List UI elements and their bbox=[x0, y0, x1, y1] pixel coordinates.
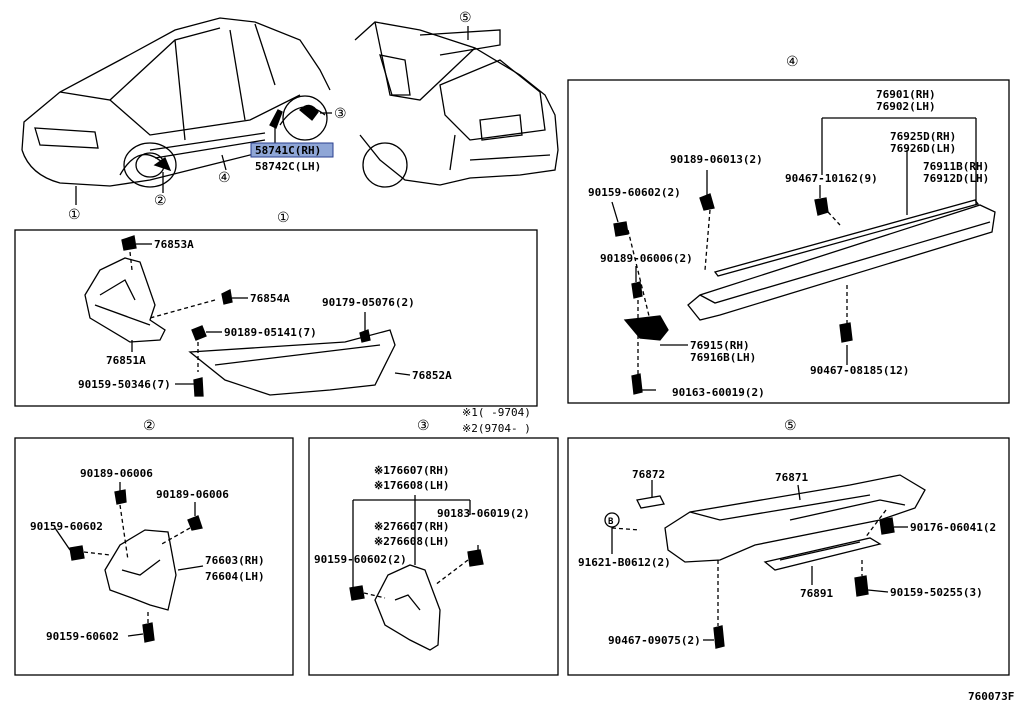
label-90189-06006-a: 90189-06006 bbox=[80, 467, 153, 480]
label-76853a: 76853A bbox=[154, 238, 194, 251]
label-76871: 76871 bbox=[775, 471, 808, 484]
box-3-parts bbox=[349, 495, 484, 651]
box-4-parts bbox=[611, 117, 996, 395]
label-91621-b0612: 91621-B0612(2) bbox=[578, 556, 671, 569]
box-5-frame bbox=[567, 437, 1010, 676]
label-90467-09075: 90467-09075(2) bbox=[608, 634, 701, 647]
label-76608-2: ※276608(LH) bbox=[374, 535, 449, 548]
callout-2: ② bbox=[154, 193, 167, 209]
label-76891: 76891 bbox=[800, 587, 833, 600]
box-2-frame bbox=[14, 437, 294, 676]
box-2-circle: ② bbox=[143, 418, 156, 434]
box-4-circle: ④ bbox=[786, 54, 799, 70]
label-76607-1: ※176607(RH) bbox=[374, 464, 449, 477]
box-5-parts bbox=[604, 474, 926, 649]
note-1: ※1( -9704) bbox=[462, 406, 531, 419]
callout-1: ① bbox=[68, 207, 81, 223]
label-90467-10162: 90467-10162(9) bbox=[785, 172, 878, 185]
box-2-parts bbox=[54, 482, 204, 643]
box-4-frame bbox=[567, 79, 1010, 404]
box-1-circle: ① bbox=[277, 210, 290, 226]
label-90159-60602: 90159-60602(2) bbox=[314, 553, 407, 566]
label-90159-60602: 90159-60602(2) bbox=[588, 186, 681, 199]
box-5-circle: ⑤ bbox=[784, 418, 797, 434]
label-90159-60602-b: 90159-60602 bbox=[46, 630, 119, 643]
label-76851a: 76851A bbox=[106, 354, 146, 367]
part-58741c: 58741C(RH) bbox=[255, 144, 321, 157]
label-76901: 76901(RH) bbox=[876, 88, 936, 101]
label-90189-05141: 90189-05141(7) bbox=[224, 326, 317, 339]
car-rear-view bbox=[354, 21, 559, 188]
label-90189-06006-b: 90189-06006 bbox=[156, 488, 229, 501]
box-3-circle: ③ bbox=[417, 418, 430, 434]
label-90183-06019: 90183-06019(2) bbox=[437, 507, 530, 520]
label-76854a: 76854A bbox=[250, 292, 290, 305]
label-76925d: 76925D(RH) bbox=[890, 130, 956, 143]
label-76604: 76604(LH) bbox=[205, 570, 265, 583]
label-90159-50255: 90159-50255(3) bbox=[890, 586, 983, 599]
label-76607-2: ※276607(RH) bbox=[374, 520, 449, 533]
label-90179-05076: 90179-05076(2) bbox=[322, 296, 415, 309]
part-highlight bbox=[250, 142, 334, 158]
label-90159-50346: 90159-50346(7) bbox=[78, 378, 171, 391]
label-90163-60019: 90163-60019(2) bbox=[672, 386, 765, 399]
car-front-view bbox=[21, 17, 331, 188]
b-marker: B bbox=[608, 517, 614, 527]
box-3-frame bbox=[308, 437, 559, 676]
label-90189-06006: 90189-06006(2) bbox=[600, 252, 693, 265]
label-90189-06013: 90189-06013(2) bbox=[670, 153, 763, 166]
box-1-parts bbox=[84, 235, 411, 397]
label-90467-08185: 90467-08185(12) bbox=[810, 364, 909, 377]
label-76912d: 76912D(LH) bbox=[923, 172, 989, 185]
label-90176-06041: 90176-06041(2 bbox=[910, 521, 996, 534]
label-76608-1: ※176608(LH) bbox=[374, 479, 449, 492]
label-90159-60602-a: 90159-60602 bbox=[30, 520, 103, 533]
label-76926d: 76926D(LH) bbox=[890, 142, 956, 155]
label-76872: 76872 bbox=[632, 468, 665, 481]
label-76902: 76902(LH) bbox=[876, 100, 936, 113]
note-2: ※2(9704- ) bbox=[462, 422, 531, 435]
label-76911b: 76911B(RH) bbox=[923, 160, 989, 173]
callout-4: ④ bbox=[218, 170, 231, 186]
label-76852a: 76852A bbox=[412, 369, 452, 382]
label-76915: 76915(RH) bbox=[690, 339, 750, 352]
label-76916b: 76916B(LH) bbox=[690, 351, 756, 364]
callout-5: ⑤ bbox=[459, 10, 472, 26]
box-1-frame bbox=[14, 229, 538, 407]
diagram-code: 760073F bbox=[968, 690, 1014, 703]
label-76603: 76603(RH) bbox=[205, 554, 265, 567]
part-58742c: 58742C(LH) bbox=[255, 160, 321, 173]
callout-3: ③ bbox=[334, 106, 347, 122]
